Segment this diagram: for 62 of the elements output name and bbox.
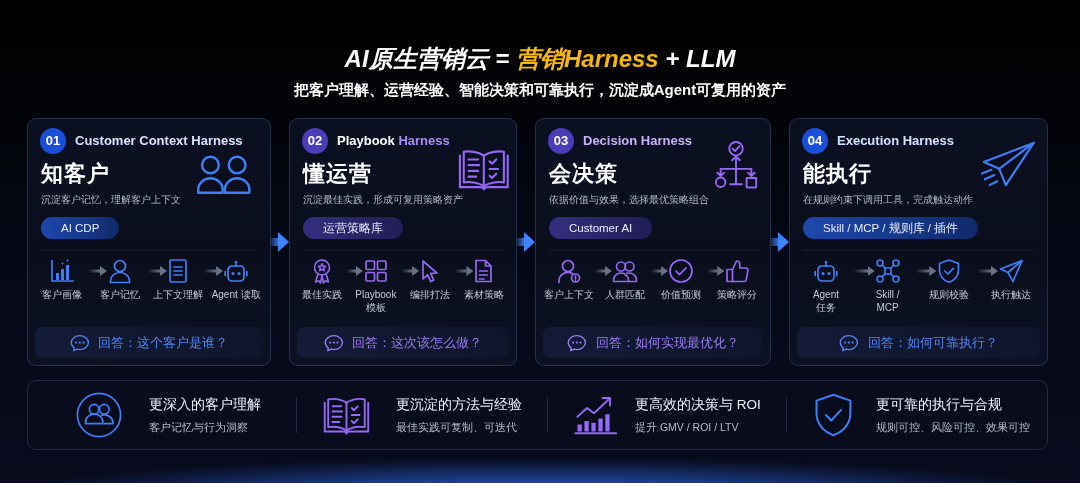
step-label: 编排打法 <box>409 288 452 301</box>
harness-card <box>789 118 1048 366</box>
step-label: 规则校验 <box>928 288 971 301</box>
benefit-description: 提升 GMV / ROI / LTV <box>635 420 739 434</box>
step-label: 客户画像 <box>40 288 83 301</box>
card-heading: 能执行 <box>803 160 872 187</box>
benefit-title: 更高效的决策与 ROI <box>635 396 761 414</box>
harness-card <box>535 118 771 366</box>
block-arrow <box>771 232 789 252</box>
benefit-title: 更深入的客户理解 <box>149 396 261 414</box>
step-label: 素材策略 <box>463 288 506 301</box>
benefit-title: 更可靠的执行与合规 <box>876 396 1002 414</box>
answer-text: 回答：如何实现最优化？ <box>595 334 739 351</box>
card-title: Playbook Harness <box>337 132 450 150</box>
harness-card <box>27 118 271 366</box>
summary-panel <box>27 380 1048 450</box>
step-label: 客户记忆 <box>98 288 141 301</box>
benefit-title: 更沉淀的方法与经验 <box>396 396 522 414</box>
page-title: AI原生营销云 = 营销Harness + LLM <box>343 44 737 74</box>
step-label: 上下文理解 <box>152 288 205 301</box>
block-arrow <box>271 232 289 252</box>
card-heading: 会决策 <box>549 160 618 187</box>
answer-text: 回答：如何可靠执行？ <box>867 334 998 351</box>
card-description: 沉淀客户记忆，理解客户上下文 <box>41 193 181 207</box>
capability-tag: Customer AI <box>549 217 653 239</box>
step-label: 执行触达 <box>990 288 1032 301</box>
capability-tag: AI CDP <box>41 217 120 239</box>
number-badge: 03 <box>548 128 574 154</box>
block-arrow <box>517 232 535 252</box>
number-badge: 02 <box>302 128 328 154</box>
step-label: Agent 读取 <box>210 288 262 301</box>
answer-bar <box>543 327 763 358</box>
capability-tag: Skill / MCP / 规则库 / 插件 <box>803 217 979 239</box>
step-label: 人群匹配 <box>603 288 646 301</box>
card-heading: 懂运营 <box>303 160 372 187</box>
harness-card <box>289 118 517 366</box>
answer-text: 回答：这个客户是谁？ <box>98 334 229 351</box>
number-badge: 04 <box>802 128 828 154</box>
card-title: Decision Harness <box>583 132 693 150</box>
benefit-description: 最佳实践可复制、可迭代 <box>396 420 517 434</box>
card-description: 依据价值与效果，选择最优策略组合 <box>549 193 709 207</box>
answer-bar <box>297 327 509 358</box>
step-label: 最佳实践 <box>300 288 343 301</box>
benefit-description: 规则可控、风险可控、效果可控 <box>876 420 1030 434</box>
card-title: Customer Context Harness <box>75 132 243 150</box>
capability-tag: 运营策略库 <box>303 217 403 239</box>
card-title: Execution Harness <box>837 132 955 150</box>
answer-text: 回答：这次该怎么做？ <box>352 334 483 351</box>
answer-bar <box>35 327 263 358</box>
card-description: 沉淀最佳实践，形成可复用策略资产 <box>303 193 463 207</box>
page-subtitle: 把客户理解、运营经验、智能决策和可靠执行，沉淀成Agent可复用的资产 <box>292 80 788 100</box>
card-heading: 知客户 <box>41 160 110 187</box>
number-badge: 01 <box>40 128 66 154</box>
answer-bar <box>797 327 1040 358</box>
step-label: 策略评分 <box>716 288 759 301</box>
step-label: Playbook 模板 <box>354 288 398 314</box>
step-label: 价值预测 <box>660 288 703 301</box>
card-description: 在规则约束下调用工具，完成触达动作 <box>803 193 973 207</box>
step-label: Skill / MCP <box>874 288 901 314</box>
step-label: 客户上下文 <box>542 288 595 301</box>
step-label: Agent 任务 <box>811 288 841 314</box>
benefit-description: 客户记忆与行为洞察 <box>149 420 248 434</box>
